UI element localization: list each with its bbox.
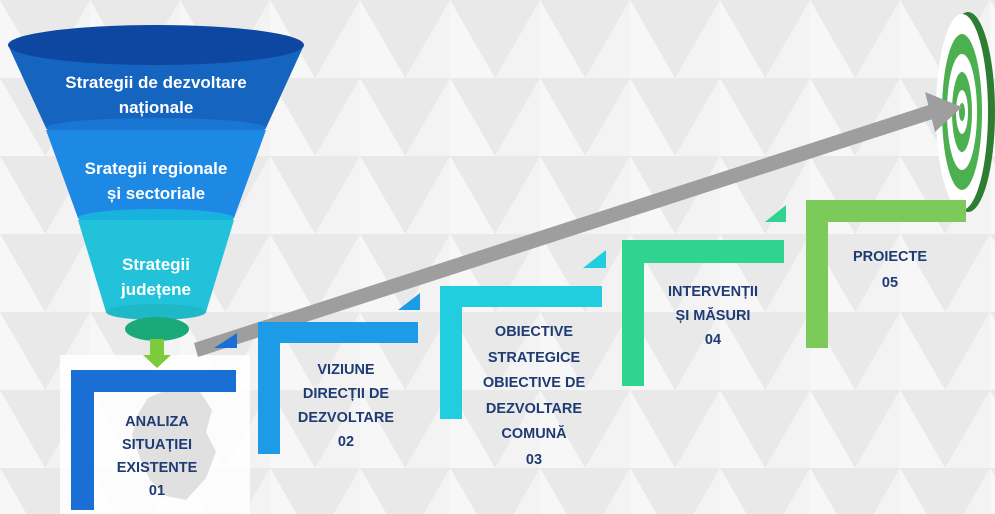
step-3-line-5: COMUNĂ (501, 426, 567, 442)
funnel-level-2-line-2: și sectoriale (106, 184, 206, 203)
funnel-level-2 (46, 130, 266, 218)
funnel-level-1-label: Strategii de dezvoltare naționale (40, 70, 272, 120)
funnel-level-2-line-1: Srategii regionale (84, 159, 228, 178)
funnel-level-3 (78, 220, 234, 312)
funnel-level-3-line-1: Strategii (121, 255, 191, 274)
funnel-tip (125, 317, 189, 341)
target-icon (936, 12, 995, 212)
step-4-number: 04 (704, 332, 722, 348)
step-3-line-3: OBIECTIVE DE (482, 375, 586, 391)
step-2-line-3: DEZVOLTARE (297, 410, 395, 426)
step-4-line-2: ȘI MĂSURI (675, 308, 751, 324)
map-icon (132, 386, 216, 500)
funnel-level-1-line-2: naționale (118, 98, 194, 117)
step-bracket-2 (258, 293, 420, 454)
funnel-rim-4 (106, 304, 206, 320)
step-label-1: ANALIZA SITUAȚIEI EXISTENTE 01 (98, 411, 216, 503)
step-2-line-2: DIRECȚII DE (302, 386, 390, 402)
step-4-line-1: INTERVENȚII (668, 284, 758, 300)
arrow-down-icon (143, 339, 171, 368)
step-3-line-2: STRATEGICE (487, 349, 581, 366)
step-label-3: OBIECTIVE STRATEGICE OBIECTIVE DE DEZVOL… (466, 320, 602, 473)
funnel (8, 25, 304, 341)
step-3-line-1: OBIECTIVE (494, 324, 574, 340)
arrow-right-icon (194, 92, 962, 357)
step-label-2: VIZIUNE DIRECȚII DE DEZVOLTARE 02 (284, 358, 408, 454)
funnel-level-1 (8, 45, 304, 128)
funnel-level-2-label: Srategii regionale și sectoriale (60, 156, 252, 206)
step-label-4: INTERVENȚII ȘI MĂSURI 04 (650, 280, 776, 352)
step-bracket-5 (806, 200, 966, 348)
funnel-level-3-line-2: județene (121, 280, 191, 299)
step-bracket-3 (440, 250, 606, 419)
step-5-number: 05 (881, 275, 899, 291)
funnel-level-3-label: Strategii județene (86, 252, 226, 302)
step-3-number: 03 (525, 451, 543, 468)
step-2-line-1: VIZIUNE (317, 362, 375, 378)
step-1-line-3: EXISTENTE (116, 460, 198, 476)
step-2-number: 02 (337, 434, 355, 450)
step-bracket-1 (71, 333, 237, 510)
step-1-number: 01 (148, 483, 166, 499)
step-bracket-4 (622, 205, 786, 386)
funnel-level-1-line-1: Strategii de dezvoltare (65, 73, 247, 92)
step-label-5: PROIECTE 05 (832, 244, 948, 296)
step-1-line-2: SITUAȚIEI (121, 437, 193, 453)
step-3-line-4: DEZVOLTARE (485, 400, 583, 417)
funnel-top-rim (8, 25, 304, 65)
step-5-line-1: PROIECTE (852, 249, 928, 265)
step-1-line-1: ANALIZA (125, 414, 189, 430)
